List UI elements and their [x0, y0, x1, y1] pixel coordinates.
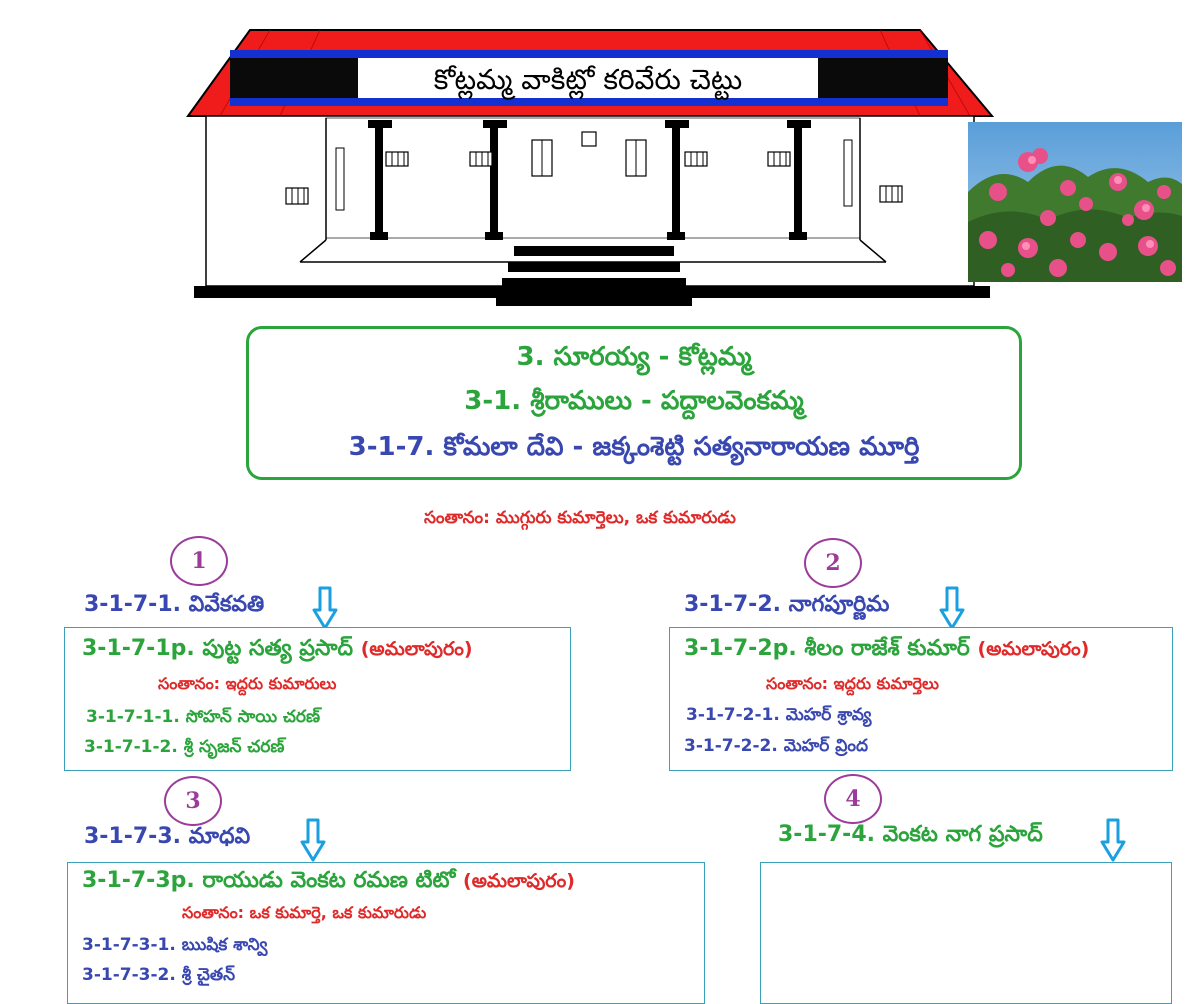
- child-1-name: 3-1-7-1. వివేకవతి: [84, 592, 265, 617]
- down-arrow-icon: [1100, 818, 1126, 862]
- child-1-spouse: 3-1-7-1p. పుట్ట సత్య ప్రసాద్ (అమలాపురం): [82, 638, 473, 660]
- grandchild-2-2: 3-1-7-2-2. మెహర్ వ్రింద: [684, 736, 868, 756]
- down-arrow-icon: [939, 586, 965, 630]
- oleander-flowers-photo: [968, 122, 1182, 282]
- down-arrow-icon: [300, 818, 326, 862]
- banner-title: కోట్లమ్మ వాకిట్లో కరివేరు చెట్టు: [433, 63, 743, 96]
- child-2-spouse: 3-1-7-2p. శీలం రాజేశ్ కుమార్ (అమలాపురం): [684, 638, 1089, 660]
- house-illustration: [186, 29, 995, 306]
- child-4-family-box: [760, 862, 1172, 1004]
- child-3-spouse-name: రాయుడు వెంకట రమణ టిటో: [202, 868, 456, 893]
- child-1-spouse-code: 3-1-7-1p.: [82, 636, 195, 661]
- header-line-2: 3-1. శ్రీరాములు - పద్దాలవెంకమ్మ: [464, 386, 804, 416]
- child-2-name: 3-1-7-2. నాగపూర్ణిమ: [684, 592, 890, 617]
- grandchild-1-1: 3-1-7-1-1. సోహన్ సాయి చరణ్: [86, 707, 321, 727]
- child-number-1: 1: [170, 536, 228, 586]
- grandchild-2-1: 3-1-7-2-1. మెహర్ శ్రావ్య: [686, 705, 872, 725]
- child-1-family-box: [64, 627, 571, 771]
- child-3-spouse-code: 3-1-7-3p.: [82, 868, 195, 893]
- child-number-3: 3: [164, 776, 222, 826]
- grandchild-1-2: 3-1-7-1-2. శ్రీ సృజన్ చరణ్: [84, 737, 285, 757]
- child-number-2: 2: [804, 538, 862, 588]
- child-1-place: (అమలాపురం): [360, 638, 473, 660]
- child-1-offspring-label: సంతానం: ఇద్దరు కుమారులు: [158, 674, 337, 693]
- child-1-spouse-name: పుట్ట సత్య ప్రసాద్: [202, 636, 354, 661]
- child-2-spouse-name: శీలం రాజేశ్ కుమార్: [804, 636, 970, 661]
- grandchild-3-2: 3-1-7-3-2. శ్రీ చైతన్: [82, 965, 236, 985]
- child-2-offspring-label: సంతానం: ఇద్దరు కుమార్తెలు: [766, 674, 939, 693]
- child-3-offspring-label: సంతానం: ఒక కుమార్తె, ఒక కుమారుడు: [182, 903, 427, 922]
- offspring-summary: సంతానం: ముగ్గురు కుమార్తెలు, ఒక కుమారుడు: [424, 508, 736, 528]
- child-2-place: (అమలాపురం): [977, 638, 1090, 660]
- down-arrow-icon: [312, 586, 338, 630]
- child-3-name: 3-1-7-3. మాధవి: [84, 824, 251, 849]
- child-2-spouse-code: 3-1-7-2p.: [684, 636, 797, 661]
- child-4-name: 3-1-7-4. వెంకట నాగ ప్రసాద్: [778, 822, 1043, 847]
- child-3-spouse: 3-1-7-3p. రాయుడు వెంకట రమణ టిటో (అమలాపుర…: [82, 870, 575, 892]
- child-2-family-box: [669, 627, 1173, 771]
- child-number-4: 4: [824, 774, 882, 824]
- child-3-family-box: [67, 862, 705, 1004]
- grandchild-3-1: 3-1-7-3-1. ఋషిక శాన్వి: [82, 935, 268, 955]
- child-3-place: (అమలాపురం): [463, 870, 575, 892]
- header-line-3: 3-1-7. కోమలా దేవి - జక్కంశెట్టి సత్యనారా…: [348, 432, 920, 462]
- header-line-1: 3. సూరయ్య - కోట్లమ్మ: [516, 342, 752, 372]
- ancestry-header-box: [246, 326, 1022, 480]
